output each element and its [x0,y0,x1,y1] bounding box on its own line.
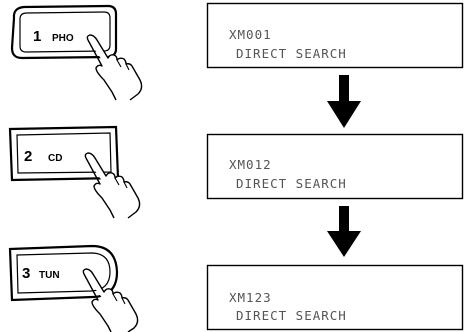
step-3-button: 3 TUN [8,244,139,332]
button-name: PHO [52,33,74,44]
button-name: TUN [39,270,60,281]
step-1-button: 1 PHO [10,4,143,101]
step-2-display: XM012 DIRECT SEARCH [206,133,464,200]
display-line-1: XM012 [229,157,272,172]
display-line-2: DIRECT SEARCH [236,46,347,61]
display-line-1: XM123 [229,290,272,305]
pressing-finger-icon [86,34,143,101]
down-arrow-icon [327,206,361,257]
step-3-display: XM123 DIRECT SEARCH [206,264,464,331]
button-number: 3 [22,265,30,282]
pressing-finger-icon [84,152,141,219]
display-line-2: DIRECT SEARCH [236,176,347,191]
pressing-finger-icon [82,268,139,332]
step-1-display: XM001 DIRECT SEARCH [206,2,464,69]
button-name: CD [48,153,62,164]
display-line-1: XM001 [229,27,272,42]
step-2-button: 2 CD [8,125,141,219]
button-number: 2 [24,148,32,165]
button-number: 1 [33,28,41,45]
down-arrow-icon [327,75,361,128]
display-line-2: DIRECT SEARCH [236,308,347,323]
